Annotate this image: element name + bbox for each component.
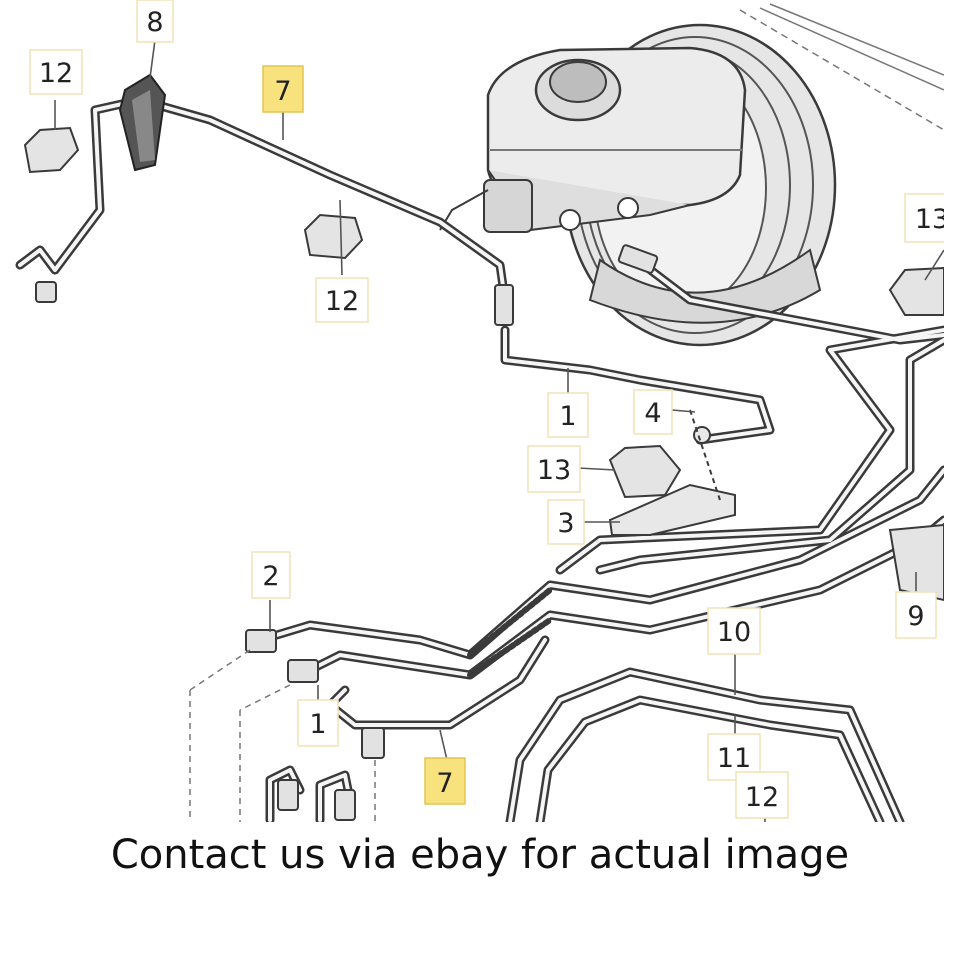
master-cylinder-reservoir xyxy=(439,46,747,233)
callout-8: 8 xyxy=(136,0,174,43)
svg-text:1: 1 xyxy=(309,709,326,740)
callout-label-8: 8 xyxy=(146,7,163,38)
svg-text:1: 1 xyxy=(559,401,576,432)
svg-text:11: 11 xyxy=(717,743,751,774)
svg-text:12: 12 xyxy=(39,58,73,89)
brake-lines-exploded-view: 8 12 7 12 13 1 xyxy=(15,0,949,822)
svg-text:10: 10 xyxy=(717,617,751,648)
leader-lines xyxy=(54,39,944,822)
callout-9: 9 xyxy=(895,591,937,639)
callout-13-mid: 13 xyxy=(527,445,581,493)
caption-text: Contact us via ebay for actual image xyxy=(110,832,850,878)
guide-lines xyxy=(189,649,376,822)
bracket-8 xyxy=(118,73,167,172)
callout-3: 3 xyxy=(547,499,585,545)
svg-text:13: 13 xyxy=(915,204,949,235)
svg-text:13: 13 xyxy=(537,455,571,486)
clips xyxy=(23,126,944,602)
svg-text:12: 12 xyxy=(745,782,779,813)
svg-text:12: 12 xyxy=(325,286,359,317)
callout-7-top: 7 xyxy=(262,65,304,113)
callout-4: 4 xyxy=(633,389,673,435)
svg-text:9: 9 xyxy=(907,601,924,632)
svg-text:3: 3 xyxy=(557,508,574,539)
svg-text:4: 4 xyxy=(644,398,661,429)
callout-11: 11 xyxy=(707,733,761,781)
fittings xyxy=(35,244,659,821)
bracket-3 xyxy=(608,409,736,536)
callout-12-mid: 12 xyxy=(315,277,369,323)
callout-labels: 8 12 7 12 13 1 xyxy=(29,0,949,819)
callout-13-right: 13 xyxy=(904,193,949,243)
callout-2: 2 xyxy=(251,551,291,599)
callout-1-lower: 1 xyxy=(297,699,339,747)
callout-12-bottom: 12 xyxy=(735,771,789,819)
callout-12-top-left: 12 xyxy=(29,49,83,95)
svg-text:7: 7 xyxy=(274,76,291,107)
svg-text:2: 2 xyxy=(262,561,279,592)
callout-1-upper: 1 xyxy=(547,392,589,438)
svg-text:7: 7 xyxy=(436,768,453,799)
reference-lines xyxy=(739,3,944,131)
callout-7-bottom: 7 xyxy=(424,757,466,805)
callout-10: 10 xyxy=(707,607,761,655)
